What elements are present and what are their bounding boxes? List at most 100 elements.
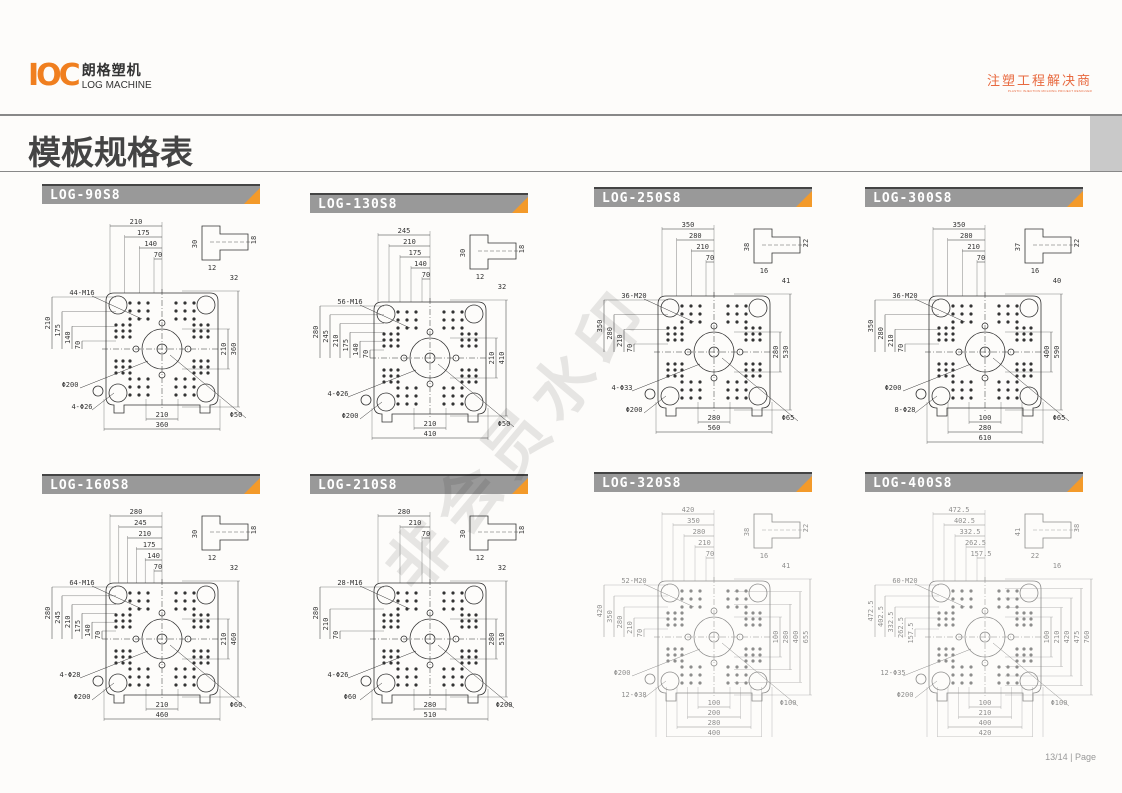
callout-label: Φ200: [496, 701, 513, 709]
tapped-hole: [1029, 332, 1033, 336]
tapped-hole: [937, 611, 941, 615]
dimension-label: 100: [979, 699, 992, 707]
title-bar: 模板规格表: [0, 114, 1122, 172]
tapped-hole: [666, 368, 670, 372]
tapped-hole: [666, 617, 670, 621]
callout-label: Φ50: [498, 420, 511, 428]
tapped-hole: [192, 317, 196, 321]
tapped-hole: [951, 388, 955, 392]
ejector-hole: [426, 609, 434, 617]
tapped-hole: [114, 329, 118, 333]
dimension-label: 210: [967, 243, 980, 251]
tapped-hole: [442, 394, 446, 398]
tapped-hole: [744, 597, 748, 601]
tapped-hole: [174, 377, 178, 381]
tapped-hole: [114, 323, 118, 327]
dimension-label: 210: [698, 539, 711, 547]
tapped-hole: [396, 310, 400, 314]
model-name: LOG-250S8: [602, 191, 682, 206]
leader-line: [91, 682, 115, 701]
tapped-hole: [960, 681, 964, 685]
tapped-hole: [937, 362, 941, 366]
model-name: LOG-300S8: [873, 191, 953, 206]
tapped-hole: [673, 326, 677, 330]
platen-outline: [928, 580, 1042, 702]
tapped-hole: [121, 619, 125, 623]
ejector-lug: [92, 675, 104, 687]
tapped-hole: [206, 625, 210, 629]
tapped-hole: [997, 312, 1001, 316]
tapped-hole: [382, 338, 386, 342]
title-bar-accent: [1090, 116, 1122, 171]
tapped-hole: [414, 599, 418, 603]
tapped-hole: [382, 374, 386, 378]
dimension-label: 510: [424, 711, 437, 719]
leader-line: [643, 298, 695, 323]
tapped-hole: [192, 591, 196, 595]
dimension-label: 210: [138, 530, 151, 538]
tapped-hole: [192, 393, 196, 397]
tapped-hole: [960, 380, 964, 384]
tapped-hole: [128, 371, 132, 375]
ejector-hole: [1007, 348, 1015, 356]
tapped-hole: [1015, 647, 1019, 651]
dimension-label: 280: [130, 508, 143, 516]
dimension-label: 460: [230, 633, 238, 646]
tapped-hole: [206, 359, 210, 363]
ejector-lug: [915, 673, 927, 685]
tie-bar-hole: [376, 304, 396, 324]
leader-line: [359, 682, 383, 701]
tapped-hole: [206, 649, 210, 653]
tapped-hole: [744, 388, 748, 392]
page-title: 模板规格表: [28, 133, 193, 172]
tapped-hole: [758, 647, 762, 651]
tapped-hole: [206, 329, 210, 333]
tapped-hole: [114, 335, 118, 339]
tapped-hole: [735, 673, 739, 677]
tapped-hole: [460, 326, 464, 330]
tapped-hole: [174, 591, 178, 595]
nozzle-dimension: 12: [208, 554, 216, 562]
tapped-hole: [997, 320, 1001, 324]
tapped-hole: [474, 625, 478, 629]
tapped-hole: [183, 667, 187, 671]
tapped-hole: [680, 605, 684, 609]
tapped-hole: [137, 309, 141, 313]
tapped-hole: [396, 338, 400, 342]
tapped-hole: [951, 617, 955, 621]
tapped-hole: [744, 673, 748, 677]
tie-bar-hole: [464, 304, 484, 324]
tapped-hole: [951, 396, 955, 400]
nozzle-dimension: 32: [498, 564, 506, 572]
tapped-hole: [442, 402, 446, 406]
tapped-hole: [460, 332, 464, 336]
tapped-hole: [137, 591, 141, 595]
tapped-hole: [997, 304, 1001, 308]
ejector-hole: [710, 607, 718, 615]
tapped-hole: [183, 317, 187, 321]
tapped-hole: [944, 647, 948, 651]
tapped-hole: [1029, 326, 1033, 330]
tapped-hole: [726, 312, 730, 316]
header-triangle: [796, 476, 812, 492]
tapped-hole: [174, 675, 178, 679]
tapped-hole: [726, 681, 730, 685]
tapped-hole: [442, 667, 446, 671]
dimension-label: 175: [74, 620, 82, 633]
nozzle-dimension: 32: [498, 283, 506, 291]
tapped-hole: [951, 597, 955, 601]
tapped-hole: [451, 394, 455, 398]
tapped-hole: [951, 611, 955, 615]
tapped-hole: [467, 613, 471, 617]
tapped-hole: [192, 323, 196, 327]
tapped-hole: [174, 667, 178, 671]
tapped-hole: [666, 362, 670, 366]
dimension-label: 350: [606, 610, 614, 623]
tapped-hole: [1015, 332, 1019, 336]
tapped-hole: [673, 623, 677, 627]
tapped-hole: [1029, 362, 1033, 366]
leader-line: [169, 354, 247, 419]
ejector-lug: [644, 388, 656, 400]
tapped-hole: [128, 649, 132, 653]
